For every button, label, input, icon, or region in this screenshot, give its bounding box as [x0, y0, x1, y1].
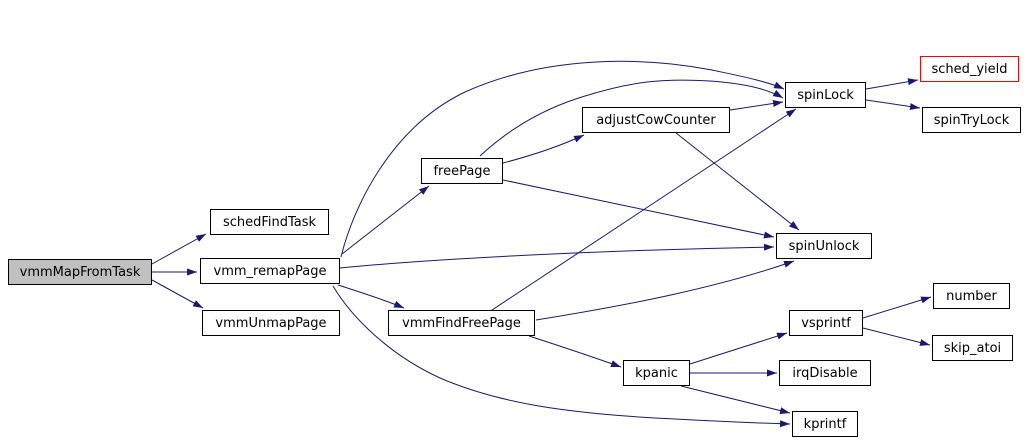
node-irqDisable[interactable]: irqDisable: [779, 360, 871, 386]
node-label: number: [946, 288, 997, 304]
edge-vmmFindFreePage-to-kpanic: [528, 335, 622, 368]
node-label: adjustCowCounter: [596, 112, 716, 128]
edge-spinLock-to-sched_yield: [865, 78, 919, 90]
node-spinLock[interactable]: spinLock: [785, 82, 866, 108]
node-vmm_remapPage[interactable]: vmm_remapPage: [200, 258, 340, 284]
edge-vmm_remapPage-to-spinLock: [340, 60, 785, 258]
edge-adjustCowCounter-to-spinLock: [729, 100, 784, 111]
node-kprintf[interactable]: kprintf: [792, 411, 858, 437]
edge-spinLock-to-spinTryLock: [865, 99, 921, 110]
node-label: skip_atoi: [943, 340, 1002, 356]
edge-kpanic-to-kprintf: [680, 385, 791, 414]
edge-vmm_remapPage-to-kprintf: [332, 285, 791, 428]
node-spinTryLock[interactable]: spinTryLock: [922, 107, 1021, 133]
node-sched_yield[interactable]: sched_yield: [920, 56, 1019, 82]
edge-vmmMapFromTask-to-vmmUnmapPage: [151, 279, 204, 309]
edge-adjustCowCounter-to-spinUnlock: [675, 132, 800, 231]
node-vsprintf[interactable]: vsprintf: [789, 310, 863, 336]
node-vmmUnmapPage[interactable]: vmmUnmapPage: [202, 310, 340, 336]
edge-vmm_remapPage-to-spinUnlock: [339, 243, 775, 269]
edge-kpanic-to-vsprintf: [689, 332, 788, 365]
edge-vmmMapFromTask-to-schedFindTask: [151, 233, 207, 265]
node-label: spinTryLock: [933, 112, 1010, 128]
node-spinUnlock[interactable]: spinUnlock: [776, 233, 872, 259]
node-label: freePage: [433, 163, 491, 179]
node-label: schedFindTask: [222, 214, 317, 230]
edge-freePage-to-spinLock: [479, 79, 784, 157]
node-vmmFindFreePage[interactable]: vmmFindFreePage: [388, 310, 535, 336]
node-label: vmmFindFreePage: [402, 315, 521, 331]
edge-vmm_remapPage-to-freePage: [341, 185, 430, 255]
edge-vsprintf-to-skip_atoi: [862, 327, 931, 346]
node-freePage[interactable]: freePage: [421, 158, 503, 184]
node-number[interactable]: number: [933, 283, 1010, 309]
node-label: spinLock: [797, 87, 854, 103]
node-label: vmm_remapPage: [213, 263, 327, 279]
node-label: kprintf: [803, 416, 847, 432]
node-label: vmmUnmapPage: [215, 315, 327, 331]
node-label: vmmMapFromTask: [19, 264, 141, 280]
node-vmmMapFromTask: vmmMapFromTask: [8, 259, 152, 285]
node-label: spinUnlock: [788, 238, 860, 254]
node-label: vsprintf: [801, 315, 851, 331]
edge-vmmFindFreePage-to-spinUnlock: [535, 260, 795, 321]
node-kpanic[interactable]: kpanic: [623, 360, 690, 386]
node-schedFindTask[interactable]: schedFindTask: [210, 209, 329, 235]
edge-vmmFindFreePage-to-spinLock: [491, 108, 797, 311]
edge-vsprintf-to-number: [862, 296, 932, 319]
node-label: sched_yield: [931, 61, 1008, 77]
edge-vmm_remapPage-to-vmmFindFreePage: [337, 284, 405, 309]
node-label: kpanic: [635, 365, 678, 381]
node-skip_atoi[interactable]: skip_atoi: [932, 335, 1013, 361]
node-label: irqDisable: [792, 365, 858, 381]
edge-freePage-to-spinUnlock: [502, 179, 775, 239]
node-adjustCowCounter[interactable]: adjustCowCounter: [582, 107, 730, 133]
edge-freePage-to-adjustCowCounter: [502, 134, 585, 164]
